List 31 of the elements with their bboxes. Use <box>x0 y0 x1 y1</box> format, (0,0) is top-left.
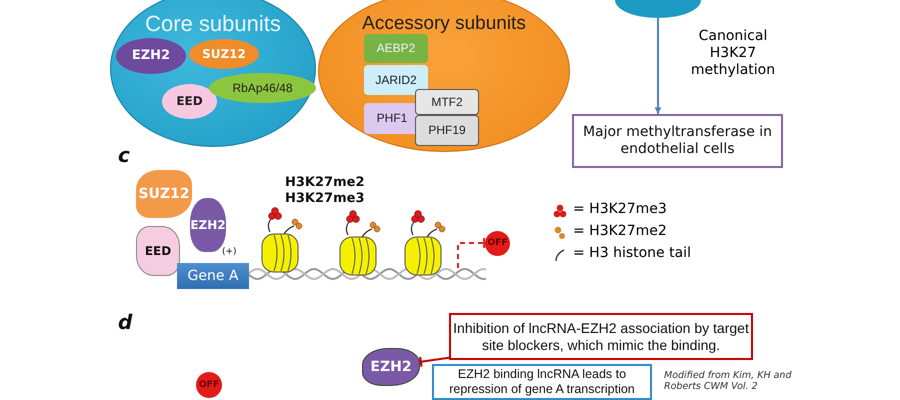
protein-ellipse: RbAp46/48 <box>209 73 316 103</box>
subunit-box: PHF1 <box>364 103 420 134</box>
legend-label: = H3K27me3 <box>573 201 667 218</box>
protein-shape: EZH2 <box>362 348 420 386</box>
protein-ellipse: EZH2 <box>116 38 186 74</box>
annotation-text: H3K27me3 <box>285 191 364 207</box>
protein-shape: EED <box>136 226 180 276</box>
gene-box: Gene A <box>177 263 249 289</box>
panel-letter: d <box>118 310 132 334</box>
result-box: Major methyltransferase in endothelial cells <box>572 114 783 168</box>
legend-label: = H3K27me2 <box>573 223 667 240</box>
subunit-box: PHF19 <box>415 115 479 146</box>
group-title: Core subunits <box>144 11 282 38</box>
subunit-box: JARID2 <box>364 65 428 95</box>
off-circle: OFF <box>485 231 510 256</box>
off-circle: OFF <box>196 372 222 398</box>
protein-shape: SUZ12 <box>136 170 192 218</box>
subunit-box: AEBP2 <box>364 34 428 63</box>
credit-note: Modified from Kim, KH and Roberts CWM Vol. 2 <box>664 370 792 393</box>
inhibition-line <box>457 236 486 268</box>
annotation-text: H3K27me2 <box>285 175 364 191</box>
note-box: Inhibition of lncRNA-EZH2 association by target site blockers, which mimic the binding. <box>449 313 753 360</box>
inhibition-line <box>419 356 450 368</box>
subunit-box: MTF2 <box>415 89 479 115</box>
legend-label: = H3 histone tail <box>573 245 691 262</box>
protein-ellipse: SUZ12 <box>189 39 259 69</box>
group-title: Accessory subunits <box>361 13 527 36</box>
note-box: EZH2 binding lncRNA leads to repression of gene A transcription <box>432 364 652 400</box>
panel-letter: c <box>118 143 130 167</box>
protein-ellipse: EED <box>162 84 217 119</box>
arrow <box>654 18 662 114</box>
